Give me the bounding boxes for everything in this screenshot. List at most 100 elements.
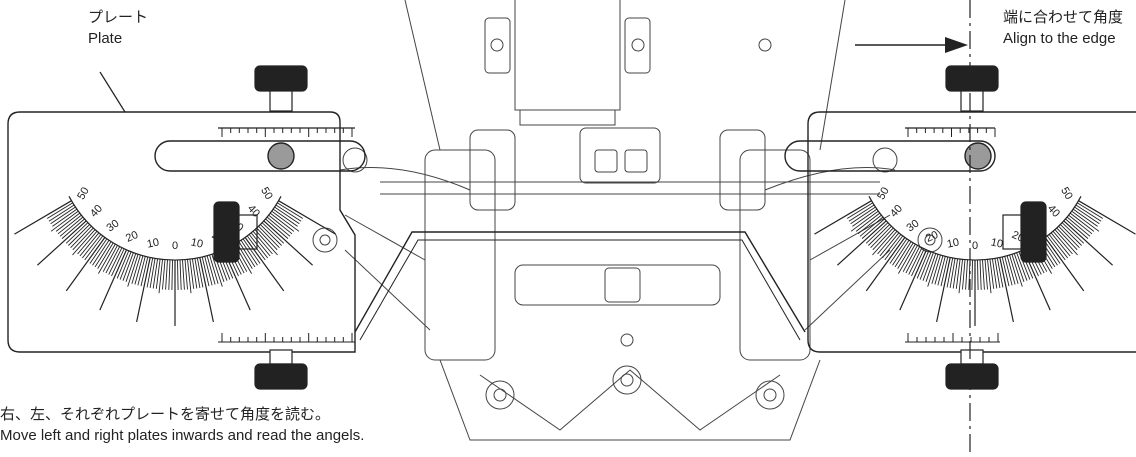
plate-label-en: Plate [88, 30, 123, 47]
right-scale-minor-tick [949, 258, 956, 288]
right-scale-minor-tick [1018, 251, 1031, 280]
right-top-ticks [907, 128, 996, 137]
left-scale-major-tick [136, 257, 151, 323]
right-scale-major-tick [865, 237, 906, 292]
right-scale-minor-tick [987, 259, 992, 294]
link-rod [354, 231, 806, 333]
left-scale-minor-tick [127, 254, 139, 287]
left-scale-minor-tick [236, 242, 253, 269]
left-scale-minor-tick [218, 251, 231, 280]
right-scale-minor-tick [1054, 229, 1078, 256]
right-scale-minor-tick [996, 257, 1004, 288]
right-scale-minor-tick [892, 239, 910, 266]
left-scale-minor-tick [59, 216, 84, 237]
left-scale-minor-tick [266, 216, 291, 237]
right-scale-minor-tick [1059, 224, 1082, 246]
left-scale-minor-tick [274, 206, 300, 225]
align-label-jp: 端に合わせて角度 [1003, 9, 1124, 26]
right-scale-minor-tick [897, 242, 914, 269]
right-scale-minor-tick [884, 235, 904, 261]
left-scale-minor-tick [268, 214, 293, 235]
left-scale-minor-tick [240, 239, 258, 266]
right-scale-scale-label: 10 [946, 236, 960, 250]
right-scale-minor-tick [1025, 248, 1039, 277]
right-scale-minor-tick [1048, 234, 1069, 259]
right-scale-minor-tick [1009, 254, 1019, 284]
right-scale-minor-tick [1068, 214, 1093, 235]
right-scale-minor-tick [982, 259, 985, 290]
left-scale-major-tick [14, 200, 72, 235]
right-scale-minor-tick [898, 243, 916, 274]
left-scale-minor-tick [171, 259, 173, 291]
right-scale-scale-label: 50 [875, 185, 892, 202]
right-scale-minor-tick [889, 238, 908, 264]
right-pin [964, 142, 992, 170]
left-scale-major-tick [99, 249, 128, 311]
right-scale-minor-tick [1011, 254, 1023, 287]
left-scale-minor-tick [165, 259, 168, 290]
left-scale-minor-tick [179, 259, 182, 290]
left-scale-scale-label: 0 [172, 240, 178, 252]
right-scale-minor-tick [877, 230, 898, 255]
right-scale-scale-label: 30 [904, 217, 921, 234]
left-scale-minor-tick [119, 251, 132, 280]
right-scale-minor-tick [1016, 252, 1028, 281]
left-scale-minor-tick [122, 252, 134, 281]
left-scale-major-tick [263, 220, 314, 266]
left-scale-minor-tick [134, 255, 144, 285]
left-pin [267, 142, 295, 170]
left-scale-minor-tick [234, 243, 252, 274]
left-scale-minor-tick [97, 242, 114, 269]
left-scale-minor-tick [196, 257, 204, 288]
left-scale-minor-tick [201, 256, 210, 287]
right-scale-minor-tick [1065, 218, 1089, 239]
left-scale-minor-tick [238, 241, 256, 268]
chassis [312, 0, 943, 441]
left-scale-minor-tick [189, 259, 195, 289]
left-scale-minor-tick [111, 248, 125, 277]
right-scale-minor-tick [908, 247, 923, 275]
right-scale-minor-tick [979, 259, 982, 290]
right-scale-minor-tick [848, 204, 875, 222]
right-scale-scale-label: 10 [990, 236, 1004, 250]
right-scale-minor-tick [1004, 256, 1013, 286]
left-scale-minor-tick [261, 222, 285, 244]
right-scale-minor-tick [1066, 216, 1091, 237]
right-scale-minor-tick [905, 246, 921, 274]
right-scale-minor-tick [902, 245, 918, 272]
left-scale-major-tick [278, 200, 336, 235]
right-scale-major-tick [1044, 237, 1085, 292]
left-scale-minor-tick [211, 254, 223, 287]
right-scale-minor-tick [1006, 255, 1016, 285]
right-scale-minor-tick [1071, 210, 1100, 232]
right-scale-major-tick [936, 257, 951, 323]
left-scale-minor-tick [258, 225, 280, 249]
right-scale-minor-tick [931, 254, 941, 284]
right-scale-minor-tick [1034, 243, 1052, 274]
left-scale-scale-label: 10 [146, 236, 160, 250]
right-scale-minor-tick [1013, 253, 1025, 282]
left-scale-minor-tick [98, 243, 116, 274]
left-scale-minor-tick [68, 224, 91, 246]
left-scale-minor-tick [79, 232, 100, 257]
right-scale-minor-tick [870, 225, 892, 249]
left-scale-minor-tick [46, 202, 74, 219]
right-scale-minor-tick [940, 256, 949, 287]
left-scale-scale-label: 30 [229, 217, 246, 234]
left-plate-outline [7, 111, 356, 353]
left-scale-minor-tick [182, 259, 185, 290]
right-scale-minor-tick [922, 252, 934, 281]
left-scale-minor-tick [89, 238, 108, 264]
left-scale-minor-tick [246, 235, 266, 261]
right-scale-minor-tick [937, 256, 946, 286]
right-scale-minor-tick [881, 234, 902, 259]
right-scale-minor-tick [1027, 247, 1042, 275]
right-scale-minor-tick [1052, 230, 1073, 255]
right-scale-minor-tick [916, 250, 930, 279]
left-scale-minor-tick [184, 259, 188, 290]
left-scale-minor-tick [94, 241, 112, 268]
right-scale-minor-tick [850, 206, 876, 225]
